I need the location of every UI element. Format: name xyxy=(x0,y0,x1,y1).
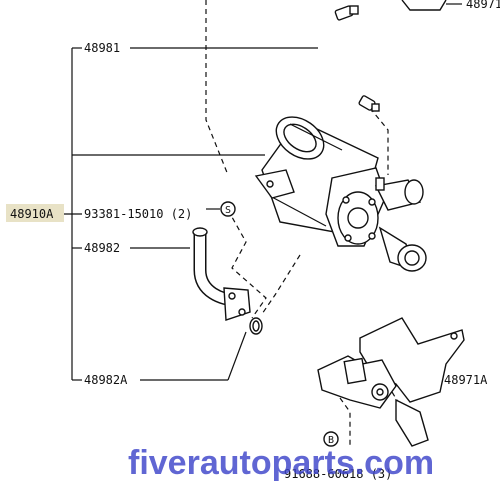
pump-mount-hole xyxy=(266,180,274,188)
pump-lower-barrel-bore xyxy=(404,250,420,266)
hose-48982-flange-hole-1 xyxy=(228,292,236,300)
bolt-b-letter: B xyxy=(328,435,334,446)
pump-upper-barrel-end xyxy=(404,179,424,205)
hose-48982-flange xyxy=(223,287,251,321)
top-right-fragment: 48971 xyxy=(401,0,500,11)
air-pump-assembly xyxy=(254,116,427,272)
bracket-48971A xyxy=(317,317,465,447)
pump-seam-2 xyxy=(269,195,327,227)
hose-48982-top-opening xyxy=(192,227,208,237)
clamp-s-letter: S xyxy=(225,205,231,216)
flange-bolt-3 xyxy=(344,234,352,242)
dash-pump-to-hose xyxy=(261,254,301,315)
dash-hose-to-pump xyxy=(369,107,389,175)
label-93381: 93381-15010 (2) xyxy=(84,207,192,221)
label-48910A-highlight xyxy=(6,204,64,222)
bracket-mount-block xyxy=(343,357,367,385)
label-48981: 48981 xyxy=(84,41,120,55)
label-top-right: 48971 xyxy=(466,0,500,11)
hose-48981 xyxy=(318,5,380,112)
flange-bolt-4 xyxy=(368,232,376,240)
pump-top-cap xyxy=(375,177,385,191)
pump-seam-1 xyxy=(289,123,343,151)
hose-48981-fill xyxy=(318,11,368,107)
bracket-hole-1 xyxy=(450,332,458,340)
pump-flange-hub xyxy=(347,207,369,229)
hose-48981-top-nut xyxy=(349,5,359,15)
dash-top-vertical xyxy=(205,0,229,176)
clamp-symbol: S xyxy=(206,201,236,217)
flange-bolt-2 xyxy=(368,198,376,206)
hose-48982 xyxy=(192,227,251,321)
top-bracket-edge xyxy=(401,0,447,11)
watermark-text: fiverautoparts.com xyxy=(128,444,434,482)
label-48982: 48982 xyxy=(84,241,120,255)
hose-48982-flange-hole-2 xyxy=(238,308,246,316)
pump-cylinder-end-inner xyxy=(283,123,317,153)
pump-mount-tab xyxy=(254,169,295,199)
bracket-bushing-bore xyxy=(376,388,384,396)
bracket-arm xyxy=(395,398,429,447)
label-bottom: 91688-60618 (3) xyxy=(284,467,392,481)
flange-bolt-1 xyxy=(342,196,350,204)
o-ring-inner xyxy=(252,320,260,332)
dash-clamp-to-hose xyxy=(227,209,267,319)
o-ring xyxy=(249,317,263,335)
label-48982A: 48982A xyxy=(84,373,128,387)
leader-48982A-to-oring xyxy=(227,331,247,381)
label-48971A: 48971A xyxy=(444,373,488,387)
bolt-b-circle xyxy=(323,431,339,447)
dash-bolt xyxy=(339,397,351,448)
clamp-s-circle xyxy=(220,201,236,217)
hose-48981-bottom-nut xyxy=(371,103,380,112)
label-48910A: 48910A xyxy=(10,207,54,221)
bolt-symbol: B xyxy=(323,431,339,447)
